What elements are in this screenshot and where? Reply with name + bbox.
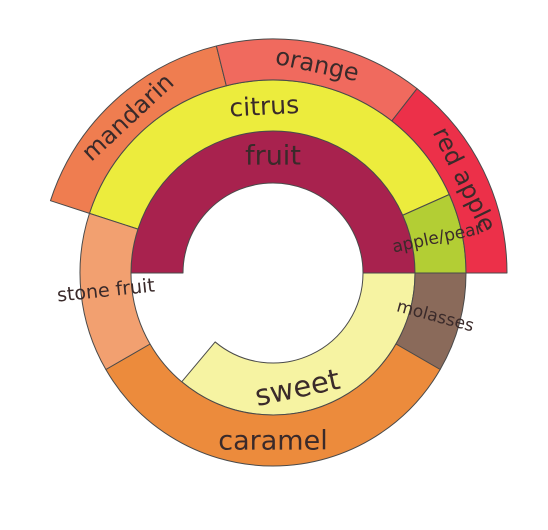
segment-caramel — [105, 343, 441, 467]
label-caramel: caramel — [218, 426, 327, 457]
label-fruit: fruit — [245, 141, 301, 172]
segment-red-apple — [391, 88, 508, 274]
label-citrus: citrus — [229, 90, 300, 123]
